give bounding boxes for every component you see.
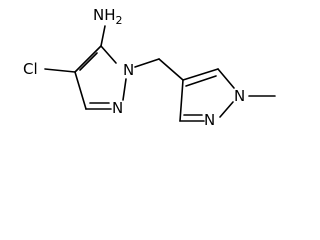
molecule-drawing: NH2 Cl N N N N (23, 6, 276, 129)
bond-c3p-c4p (179, 79, 184, 122)
bond-c4p-c5p (182, 68, 219, 81)
bond-c5-c4 (74, 45, 102, 73)
bond-c4-c3 (74, 71, 87, 110)
bond-ch2-c4prime (158, 58, 184, 81)
bond-c5-nh2 (100, 25, 106, 47)
bond-n1p-n2p (219, 101, 234, 118)
pyrazole-n1-label: N (123, 61, 134, 79)
bond-c4-cl (44, 68, 76, 73)
bond-c5p-n1p (217, 68, 235, 89)
chloro-label: Cl (23, 60, 38, 78)
structure-diagram: NH2 Cl N N N N (23, 6, 276, 129)
bond-n1-ch2 (134, 58, 160, 68)
bond-c4p-c5p-double (185, 75, 217, 87)
pyrazole-n2-label: N (112, 99, 123, 117)
bond-c5-c4-double (79, 52, 98, 71)
pyrazole-prime-n1-label: N (234, 87, 245, 105)
bond-c5-n1 (100, 45, 117, 64)
bond-n2-n1 (122, 78, 127, 101)
pyrazole-prime-n2-label: N (204, 111, 215, 129)
amine-label: NH2 (93, 6, 123, 27)
